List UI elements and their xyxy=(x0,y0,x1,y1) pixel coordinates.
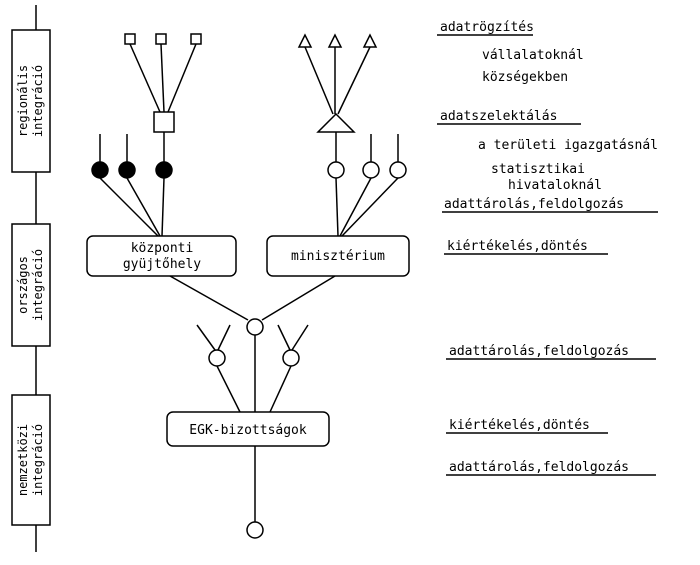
ministry-label: minisztérium xyxy=(291,249,385,264)
open-circle-node-1 xyxy=(327,161,345,179)
bottom-tree xyxy=(246,446,264,539)
annotation-at-companies: vállalatoknál xyxy=(482,48,584,63)
annotation-data-selection: adatszelektálás xyxy=(440,109,557,124)
side-label-international-2: integráció xyxy=(31,424,45,496)
side-box-regional: regionális integráció xyxy=(11,29,51,173)
central-collection-box: központi gyüjtőhely xyxy=(86,235,237,277)
right-branch-circle xyxy=(282,349,300,367)
annotation-storage-1: adattárolás,feldolgozás xyxy=(444,197,624,212)
central-collection-label-2: gyüjtőhely xyxy=(123,257,201,272)
egk-box: EGK-bizottságok xyxy=(166,411,330,447)
annotation-storage-2: adattárolás,feldolgozás xyxy=(449,344,629,359)
merge-circle-node xyxy=(246,318,264,336)
side-box-national: országos integráció xyxy=(11,223,51,347)
left-branch-circle xyxy=(208,349,226,367)
triangle-aggregator xyxy=(316,112,356,133)
central-collection-label-1: központi xyxy=(131,241,194,256)
annotations: adatrögzítés vállalatoknál községekben a… xyxy=(437,20,658,476)
egk-label: EGK-bizottságok xyxy=(189,423,307,438)
middle-tree xyxy=(169,275,336,413)
annotation-at-municipalities: községekben xyxy=(482,70,568,85)
black-circle-node-3 xyxy=(155,161,173,179)
square-node-1 xyxy=(124,33,136,45)
square-node-2 xyxy=(155,33,167,45)
triangle-node-2 xyxy=(327,33,343,48)
side-label-regional-2: integráció xyxy=(31,65,45,137)
annotation-statistical-2: hivataloknál xyxy=(508,178,602,193)
side-label-international-1: nemzetközi xyxy=(16,424,30,496)
side-label-regional-1: regionális xyxy=(16,65,30,137)
bottom-circle-node xyxy=(246,521,264,539)
side-label-national-2: integráció xyxy=(31,249,45,321)
annotation-statistical-1: statisztikai xyxy=(491,162,585,177)
square-aggregator xyxy=(153,111,175,133)
annotation-storage-3: adattárolás,feldolgozás xyxy=(449,460,629,475)
annotation-data-recording: adatrögzítés xyxy=(440,20,534,35)
annotation-evaluation-1: kiértékelés,döntés xyxy=(447,239,588,254)
annotation-evaluation-2: kiértékelés,döntés xyxy=(449,418,590,433)
triangle-node-3 xyxy=(362,33,378,48)
left-tree xyxy=(91,33,202,237)
triangle-node-1 xyxy=(297,33,313,48)
open-circle-node-2 xyxy=(362,161,380,179)
square-node-3 xyxy=(190,33,202,45)
side-box-international: nemzetközi integráció xyxy=(11,394,51,526)
black-circle-node-1 xyxy=(91,161,109,179)
black-circle-node-2 xyxy=(118,161,136,179)
right-tree xyxy=(297,33,407,237)
ministry-box: minisztérium xyxy=(266,235,410,277)
side-label-national-1: országos xyxy=(16,256,30,314)
open-circle-node-3 xyxy=(389,161,407,179)
annotation-territorial: a területi igazgatásnál xyxy=(478,138,658,153)
